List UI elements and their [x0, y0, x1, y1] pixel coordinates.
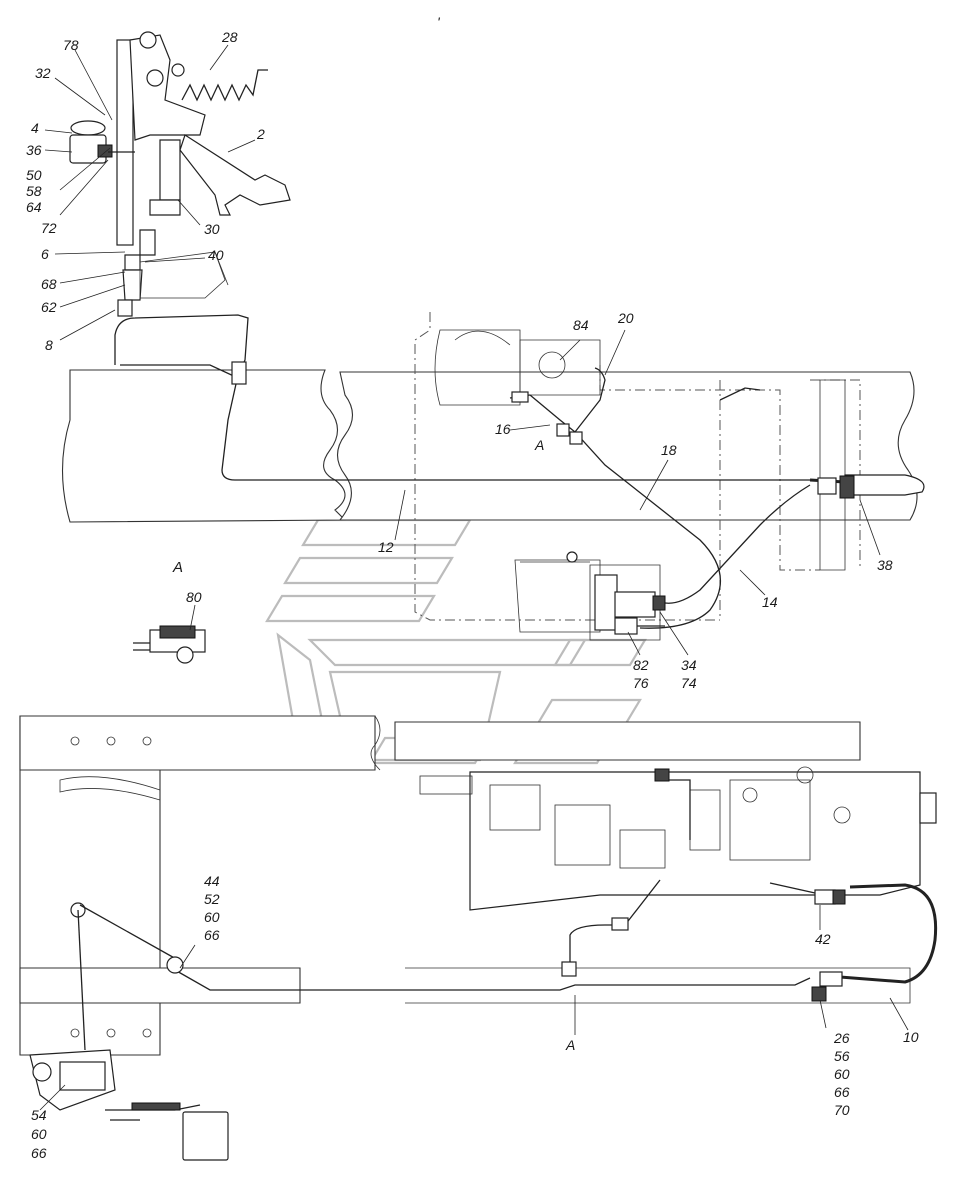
callout-60-a: 60	[204, 909, 220, 925]
callout-80: 80	[186, 589, 202, 605]
callout-44: 44	[204, 873, 220, 889]
lower-pipelines	[174, 879, 938, 1002]
callout-18: 18	[661, 442, 677, 458]
callout-32: 32	[35, 65, 51, 81]
callout-56: 56	[834, 1048, 850, 1064]
callout-62: 62	[41, 299, 57, 315]
callout-76: 76	[633, 675, 649, 691]
lower-frame	[19, 715, 911, 1056]
callout-30: 30	[204, 221, 220, 237]
callout-60-b: 60	[834, 1066, 850, 1082]
callout-26: 26	[833, 1030, 850, 1046]
callout-54: 54	[31, 1107, 47, 1123]
callout-84: 84	[573, 317, 589, 333]
callout-60-c: 60	[31, 1126, 47, 1142]
callout-66-b: 66	[834, 1084, 850, 1100]
callout-4: 4	[31, 120, 39, 136]
upper-frame-rail	[62, 369, 918, 523]
callout-82: 82	[633, 657, 649, 673]
callout-10: 10	[903, 1029, 919, 1045]
callout-20: 20	[617, 310, 634, 326]
pneumohydraulic-booster	[514, 551, 666, 641]
callout-2: 2	[256, 126, 265, 142]
callout-12: 12	[378, 539, 394, 555]
leader-lines	[39, 44, 909, 1111]
callout-28: 28	[221, 29, 238, 45]
lower-gearbox	[419, 766, 937, 911]
top-mark: '	[437, 14, 441, 30]
upper-pipelines	[114, 314, 925, 629]
callout-52: 52	[204, 891, 220, 907]
callout-38: 38	[877, 557, 893, 573]
callout-16: 16	[495, 421, 511, 437]
callout-66-c: 66	[31, 1145, 47, 1161]
lower-pedal-assembly	[29, 902, 229, 1161]
detail-view-a	[133, 625, 206, 664]
callout-34: 34	[681, 657, 697, 673]
callout-40: 40	[208, 247, 224, 263]
clutch-pedal-assembly	[69, 31, 291, 317]
callout-74: 74	[681, 675, 697, 691]
callout-a-bottom: A	[565, 1037, 575, 1053]
callout-labels: ' 78 28 32 4 2 36 50 58 64 72 30 6 40 68…	[26, 14, 919, 1161]
callout-8: 8	[45, 337, 53, 353]
callout-14: 14	[762, 594, 778, 610]
callout-66-a: 66	[204, 927, 220, 943]
callout-6: 6	[41, 246, 49, 262]
callout-78: 78	[63, 37, 79, 53]
callout-a-top: A	[534, 437, 544, 453]
callout-42: 42	[815, 931, 831, 947]
callout-36: 36	[26, 142, 42, 158]
callout-58: 58	[26, 183, 42, 199]
view-a-title: A	[172, 559, 183, 576]
callout-70: 70	[834, 1102, 850, 1118]
callout-68: 68	[41, 276, 57, 292]
callout-50: 50	[26, 167, 42, 183]
callout-72: 72	[41, 220, 57, 236]
callout-64: 64	[26, 199, 42, 215]
